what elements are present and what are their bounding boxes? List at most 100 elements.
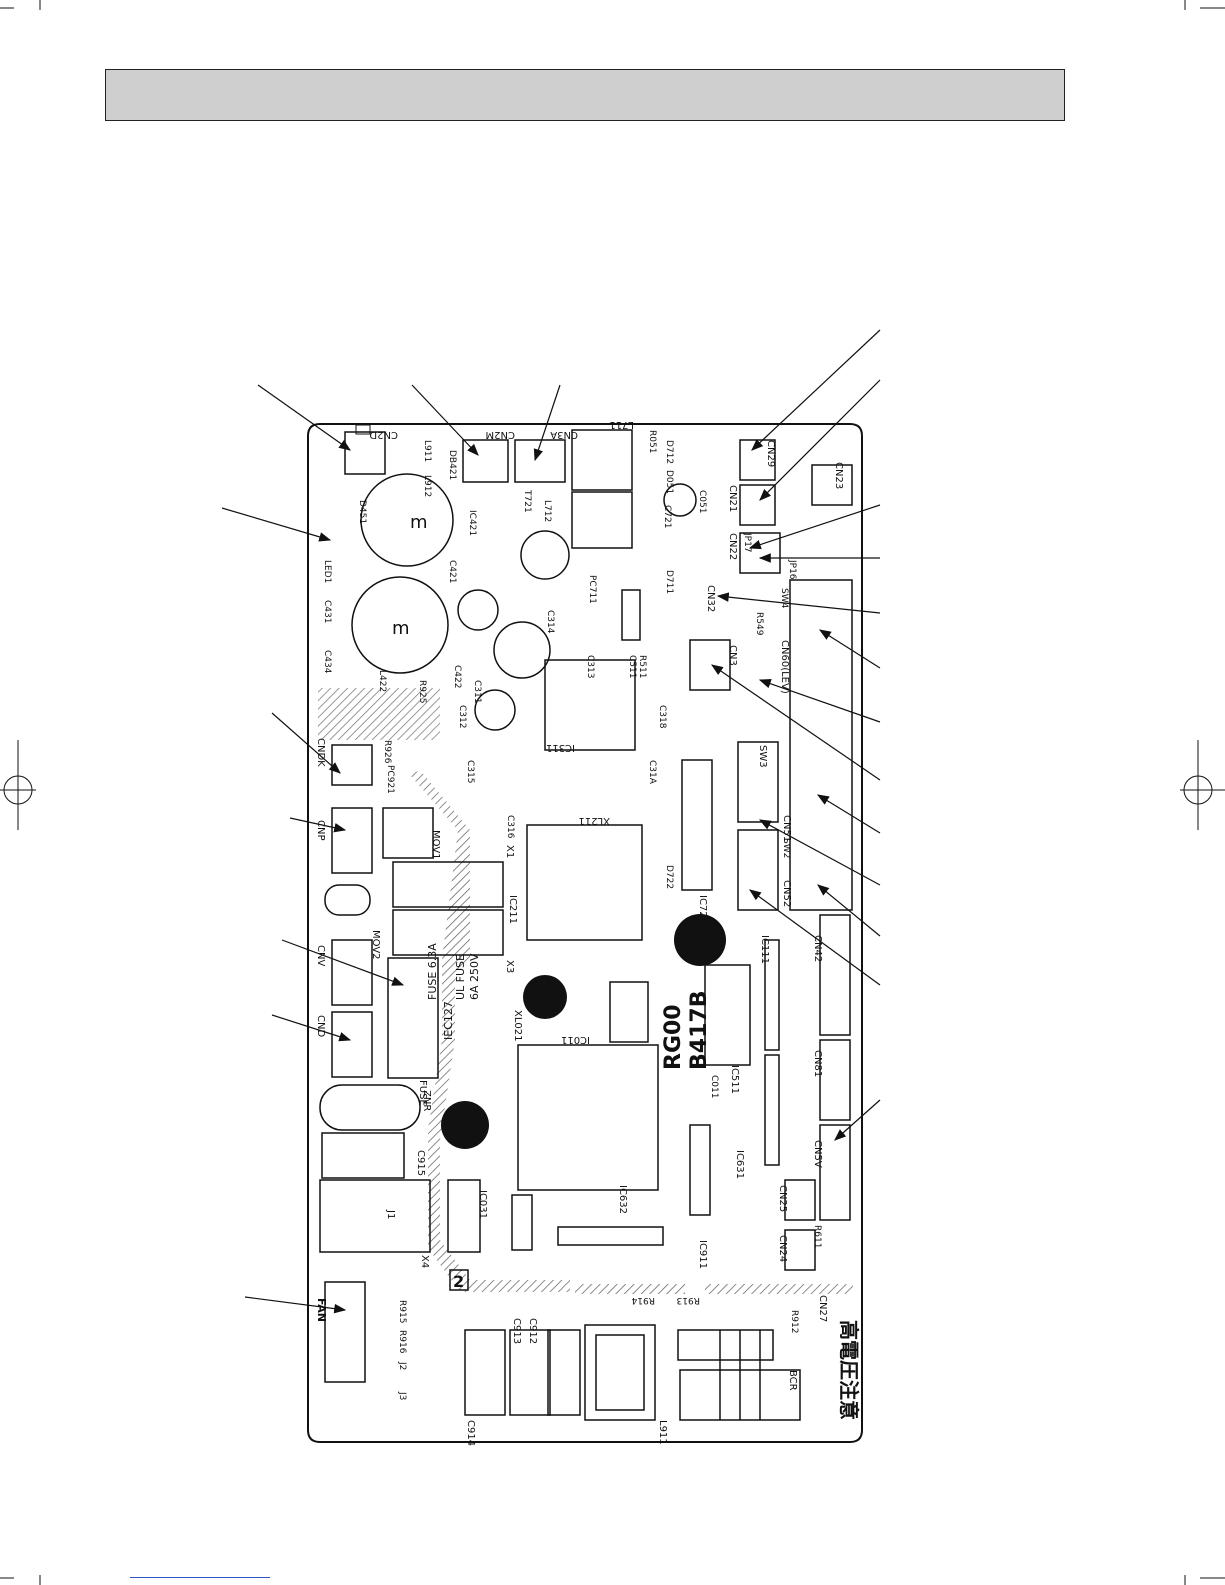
- ic421-label: IC421: [467, 510, 477, 536]
- cn23-label: CN23: [833, 462, 844, 489]
- pc711-label: PC711: [587, 575, 597, 604]
- board-id-line1: RG00: [661, 1004, 686, 1070]
- ic631-label: IC631: [734, 1150, 745, 1179]
- page-marker-box: [449, 1269, 469, 1291]
- hv-hatch-areas: [318, 688, 853, 1294]
- cn21-label: CN21: [727, 485, 738, 512]
- cn60-label: CN60(LEV): [779, 640, 790, 694]
- power-components: [319, 807, 656, 1421]
- callout-arrows: [221, 329, 881, 1314]
- r915-label: R915: [397, 1300, 407, 1323]
- fuse-label: FUSE: [417, 1080, 428, 1106]
- r051-label: R051: [647, 430, 657, 453]
- l712-label: L712: [542, 500, 552, 522]
- cn51-label: CN51: [781, 815, 792, 842]
- ic011-label: IC011: [561, 1034, 590, 1045]
- pcb-outline: [307, 423, 863, 1443]
- x3-label: X3: [504, 960, 515, 973]
- cn24-label: CN24: [777, 1235, 788, 1262]
- sw3-label: SW3: [757, 745, 768, 768]
- c051-label: C051: [697, 490, 707, 513]
- connector-cn3a: CN3A: [514, 429, 578, 483]
- c-mark-1: m: [410, 512, 428, 533]
- c311-label: C311: [472, 680, 482, 703]
- d711-label: D711: [664, 570, 674, 594]
- jp16-label: JP16: [787, 559, 797, 580]
- c914-label: C914: [465, 1420, 476, 1446]
- l911-label: L911: [657, 1420, 668, 1445]
- r925-label: R925: [417, 680, 427, 703]
- c314-label: C314: [545, 610, 555, 634]
- t721-label: T721: [522, 489, 532, 513]
- ic031-label: IC031: [477, 1190, 488, 1219]
- fuse-line3-label: UL FUSE: [454, 954, 467, 1000]
- high-voltage-warning: 高電圧注意: [837, 1320, 861, 1420]
- pc921-label: PC921: [385, 765, 395, 794]
- d712-label: D712: [664, 440, 674, 464]
- l711-label: L711: [609, 419, 634, 430]
- c315-label: C315: [465, 760, 475, 783]
- c318-label: C318: [657, 705, 667, 729]
- r926-label: R926: [382, 740, 392, 764]
- c431-label: C431: [322, 600, 332, 623]
- xl021-label: XL021: [512, 1010, 523, 1042]
- xl211-label: XL211: [578, 815, 610, 826]
- ic911-label: IC911: [697, 1240, 708, 1269]
- page-marker: 2: [453, 1272, 464, 1291]
- cn29-label: CN29: [765, 440, 776, 467]
- r549-label: R549: [754, 612, 764, 636]
- mounting-points: [441, 914, 726, 1149]
- c422-label: C422: [452, 665, 462, 688]
- r916-label: R916: [397, 1330, 407, 1354]
- cn81-label: CN81: [812, 1050, 823, 1077]
- cn25-label: CN25: [777, 1185, 788, 1212]
- cn42-label: CN42: [812, 935, 823, 962]
- d451-label: D451: [357, 500, 367, 524]
- c915-label: C915: [415, 1150, 426, 1176]
- mov1-label: MOV1: [430, 830, 441, 860]
- ic111-label: IC111: [759, 935, 770, 964]
- j3-label: J3: [397, 1391, 407, 1400]
- cn3-label: CN3: [727, 645, 738, 666]
- connector-cn2m: CN2M: [462, 429, 515, 483]
- cnp-label: CNP: [315, 820, 326, 841]
- misc-component-labels: D451 LED1 C431 C434 L422 C422 C311 C312 …: [322, 430, 822, 1333]
- r913-label: R913: [677, 1295, 700, 1305]
- cn2m-label: CN2M: [486, 429, 515, 440]
- left-connectors: [324, 744, 373, 1383]
- cnv-label: CNV: [315, 945, 326, 966]
- c011-label: C011: [709, 1075, 719, 1098]
- l912-label: L912: [422, 475, 432, 497]
- j1-label: J1: [385, 1209, 396, 1219]
- c721-label: C721: [662, 505, 672, 528]
- jp17-label: JP17: [742, 532, 752, 553]
- mov2-label: MOV2: [370, 930, 381, 960]
- section-header-bar: [105, 69, 1065, 121]
- r511-label: R511: [637, 655, 647, 678]
- c313-label: C313: [585, 655, 595, 678]
- sw4-label: SW4: [779, 588, 789, 609]
- c-mark-2: m: [392, 618, 410, 639]
- r611-label: R611: [812, 1225, 822, 1248]
- c421-label: C421: [447, 560, 457, 583]
- c912-label: C912: [527, 1318, 538, 1344]
- fan-label: FAN: [315, 1298, 328, 1322]
- fuse-rating-text: IEC127 FUSE 6.3A UL FUSE 6A 250V FUSE: [417, 943, 481, 1106]
- cn22-label: CN22: [727, 533, 738, 560]
- d722-label: D722: [664, 865, 674, 889]
- c913-label: C913: [511, 1318, 522, 1344]
- board-id-line2: B417B: [687, 991, 712, 1070]
- bcr-bridge: [677, 1329, 801, 1421]
- c511-label: C511: [627, 655, 637, 678]
- r912-label: R912: [789, 1310, 799, 1333]
- r914-label: R914: [631, 1295, 655, 1305]
- ic511-label: IC511: [729, 1065, 740, 1094]
- large-capacitors: [351, 473, 697, 731]
- cn32-label: CN32: [705, 585, 716, 612]
- fuse-line1-label: IEC127: [442, 1001, 455, 1040]
- right-connectors: [689, 439, 853, 1271]
- ic632-label: IC632: [617, 1185, 628, 1214]
- d051-label: D051: [664, 470, 674, 494]
